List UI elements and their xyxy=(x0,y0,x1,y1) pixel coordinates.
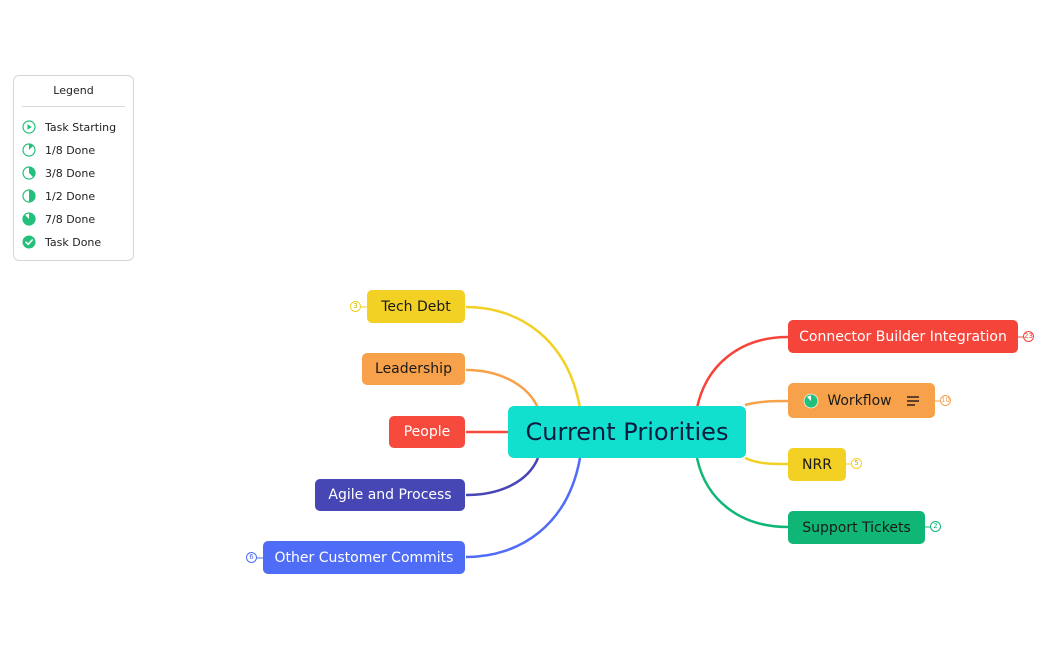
check-circle-icon xyxy=(22,235,36,249)
legend-panel: Legend Task Starting 1/8 Done 3/8 Done xyxy=(13,75,134,261)
legend-label: Task Starting xyxy=(45,120,117,134)
legend-title: Legend xyxy=(53,84,94,97)
legend-item-task-done: Task Done xyxy=(22,234,101,250)
topic-label: Leadership xyxy=(375,361,452,377)
central-topic-label: Current Priorities xyxy=(525,418,729,446)
progress-3-8-icon xyxy=(22,166,36,180)
legend-label: Task Done xyxy=(45,235,102,249)
connector-nrr xyxy=(744,456,789,466)
count-badge-workflow[interactable]: 10 xyxy=(940,395,951,406)
topic-label: People xyxy=(403,424,451,440)
connector-leadership xyxy=(465,368,540,409)
legend-item-3-8-done: 3/8 Done xyxy=(22,165,95,181)
topic-label: Other Customer Commits xyxy=(274,549,454,566)
count-badge-other-customer-commits[interactable]: 6 xyxy=(246,552,257,563)
connector-tech-debt xyxy=(465,305,582,409)
topic-leadership[interactable]: Leadership xyxy=(362,353,465,385)
connector-connector-builder xyxy=(695,335,789,409)
topic-label: NRR xyxy=(802,456,832,473)
topic-people[interactable]: People xyxy=(389,416,465,448)
topic-tech-debt[interactable]: Tech Debt xyxy=(367,290,465,323)
topic-agile-and-process[interactable]: Agile and Process xyxy=(315,479,465,511)
progress-7-8-icon xyxy=(22,212,36,226)
progress-7-8-icon xyxy=(803,393,819,409)
connector-other-commits xyxy=(465,457,582,559)
topic-other-customer-commits[interactable]: Other Customer Commits xyxy=(263,541,465,574)
count-badge-nrr[interactable]: 5 xyxy=(851,458,862,469)
progress-1-8-icon xyxy=(22,143,36,157)
legend-label: 1/2 Done xyxy=(45,189,96,203)
notes-lines-icon[interactable] xyxy=(906,394,920,408)
count-badge-tech-debt[interactable]: 3 xyxy=(350,301,361,312)
legend-item-1-2-done: 1/2 Done xyxy=(22,188,95,204)
progress-1-2-icon xyxy=(22,189,36,203)
legend-label: 1/8 Done xyxy=(45,143,96,157)
topic-label: Agile and Process xyxy=(328,487,452,503)
topic-nrr[interactable]: NRR xyxy=(788,448,846,481)
count-badge-connector-builder[interactable]: 23 xyxy=(1023,331,1034,342)
play-circle-icon xyxy=(22,120,36,134)
topic-connector-builder-integration[interactable]: Connector Builder Integration xyxy=(788,320,1018,353)
legend-label: 3/8 Done xyxy=(45,166,96,180)
legend-label: 7/8 Done xyxy=(45,212,96,226)
central-topic[interactable]: Current Priorities xyxy=(508,406,746,458)
topic-label: Tech Debt xyxy=(381,298,451,315)
count-badge-support-tickets[interactable]: 2 xyxy=(930,521,941,532)
legend-item-1-8-done: 1/8 Done xyxy=(22,142,95,158)
topic-label: Workflow xyxy=(827,392,892,409)
legend-divider xyxy=(22,106,125,107)
legend-item-task-starting: Task Starting xyxy=(22,119,116,135)
connector-workflow xyxy=(744,399,789,407)
connector-agile xyxy=(465,457,540,497)
topic-label: Connector Builder Integration xyxy=(799,328,1007,345)
topic-workflow[interactable]: Workflow xyxy=(788,383,935,418)
connector-support-tickets xyxy=(695,457,789,529)
legend-item-7-8-done: 7/8 Done xyxy=(22,211,95,227)
topic-label: Support Tickets xyxy=(802,519,911,536)
topic-support-tickets[interactable]: Support Tickets xyxy=(788,511,925,544)
